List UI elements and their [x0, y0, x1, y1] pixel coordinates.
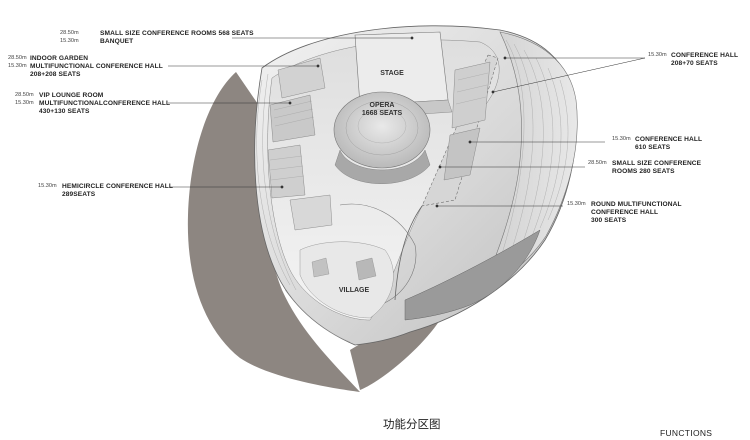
opera-title: OPERA [369, 102, 395, 109]
elevation-value: 28.50m [60, 30, 79, 36]
elevation-value: 28.50m [15, 92, 34, 98]
label-text: 208+208 SEATS [30, 71, 81, 78]
lower-mass [404, 229, 541, 321]
elevation-value: 28.50m [588, 160, 607, 166]
label-text: MULTIFUNCTIONAL CONFERENCE HALL [30, 63, 163, 70]
opera-seats: 1668 SEATS [361, 110, 403, 118]
label-text: MULTIFUNCTIONALCONFERENCE HALL [39, 100, 171, 107]
label-text: SMALL SIZE CONFERENCE [612, 160, 702, 167]
elevation-value: 15.30m [648, 52, 667, 58]
elevation-value: 15.30m [612, 136, 631, 142]
leader-lines [168, 36, 646, 208]
label-text: VIP LOUNGE ROOM [39, 92, 104, 99]
elevation-value: 15.30m [8, 63, 27, 69]
label-text: CONFERENCE HALL [635, 136, 703, 143]
label-text: ROUND MULTIFUNCTIONAL [591, 201, 682, 208]
village-label: VILLAGE [338, 287, 370, 294]
opera-drum [333, 91, 431, 169]
label-text: ROOMS 280 SEATS [612, 168, 675, 175]
label-text: SMALL SIZE CONFERENCE ROOMS 568 SEATS [100, 30, 254, 37]
opera-label: OPERA 1668 SEATS [352, 102, 412, 119]
diagram-caption: 功能分区图 [383, 417, 441, 431]
label-text: CONFERENCE HALL [591, 209, 659, 216]
elevation-value: 15.30m [15, 100, 34, 106]
label-text: CONFERENCE HALL [671, 52, 739, 59]
label-text: 289SEATS [62, 191, 96, 198]
cast-shadow [187, 72, 360, 392]
label-text: 430+130 SEATS [39, 108, 90, 115]
label-text: INDOOR GARDEN [30, 55, 89, 62]
stage-label: STAGE [380, 70, 404, 77]
label-text: 610 SEATS [635, 144, 671, 151]
label-text: BANQUET [100, 38, 134, 45]
elevation-value: 28.50m [8, 55, 27, 61]
diagram-footer-title: FUNCTIONS [660, 428, 713, 438]
elevation-value: 15.30m [567, 201, 586, 207]
label-text: HEMICIRCLE CONFERENCE HALL [62, 183, 174, 190]
elevation-value: 15.30m [60, 38, 79, 44]
elevation-value: 15.30m [38, 183, 57, 189]
label-text: 208+70 SEATS [671, 60, 718, 67]
label-text: 300 SEATS [591, 217, 627, 224]
